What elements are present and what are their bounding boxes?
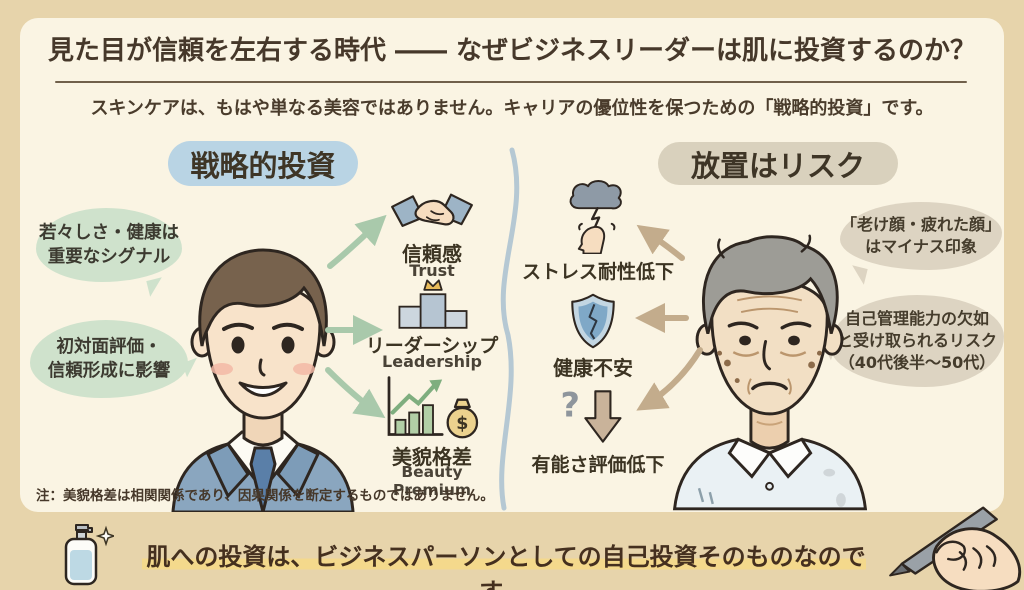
- first-impression-bubble: 初対面評価・ 信頼形成に影響: [30, 320, 203, 398]
- leadership-label-en: Leadership: [382, 352, 482, 371]
- stress-storm-head-icon: [569, 180, 622, 254]
- youth-signal-bubble: 若々しさ・健康は 重要なシグナル: [36, 208, 182, 297]
- stress-label: ストレス耐性低下: [521, 261, 674, 283]
- correlation-note: 注：美貌格差は相関関係であり、因果関係を断定するものではありません。: [36, 488, 494, 504]
- trust-label-en: Trust: [409, 261, 455, 280]
- leadership-podium-icon: [398, 279, 468, 329]
- page-title: 見た目が信頼を左右する時代 ―― なぜビジネスリーダーは肌に投資するのか？: [47, 36, 977, 66]
- old-tired-man-illustration: [672, 234, 868, 511]
- hand-with-pen-icon: [889, 506, 1022, 590]
- tired-face-bubble: 「老け顔・疲れた顔」 はマイナス印象: [840, 202, 1002, 285]
- beauty-premium-chart-icon: $: [387, 376, 479, 439]
- self-management-bubble: 自己管理能力の欠如 と受け取られるリスク （40代後半〜50代）: [815, 295, 1004, 387]
- beauty-premium-label-en: Beauty Premium: [392, 463, 472, 499]
- svg-text:?: ?: [560, 388, 579, 424]
- skincare-bottle-icon: [64, 524, 114, 586]
- sparkle-icon: [95, 525, 114, 547]
- trust-label-ja: 信頼感: [402, 242, 462, 266]
- beauty-premium-label-ja: 美貌格差: [392, 445, 472, 469]
- title-divider: [55, 81, 967, 83]
- svg-text:$: $: [456, 414, 468, 434]
- neglect-risk-badge: 放置はリスク: [658, 142, 898, 185]
- cracked-shield-icon: [571, 293, 615, 349]
- health-anxiety-label: 健康不安: [553, 356, 633, 380]
- competence-decline-icon: ?: [560, 388, 622, 443]
- handshake-icon: [391, 193, 473, 227]
- competence-label: 有能さ評価低下: [531, 454, 665, 476]
- leadership-label-ja: リーダーシップ: [365, 335, 499, 357]
- strategic-investment-badge: 戦略的投資: [168, 141, 358, 186]
- page-subtitle: スキンケアは、もはや単なる美容ではありません。キャリアの優位性を保つための「戦略…: [90, 98, 934, 119]
- footer-message: 肌への投資は、ビジネスパーソンとしての自己投資そのものなのです。: [118, 537, 890, 590]
- young-businessman-illustration: [171, 248, 355, 512]
